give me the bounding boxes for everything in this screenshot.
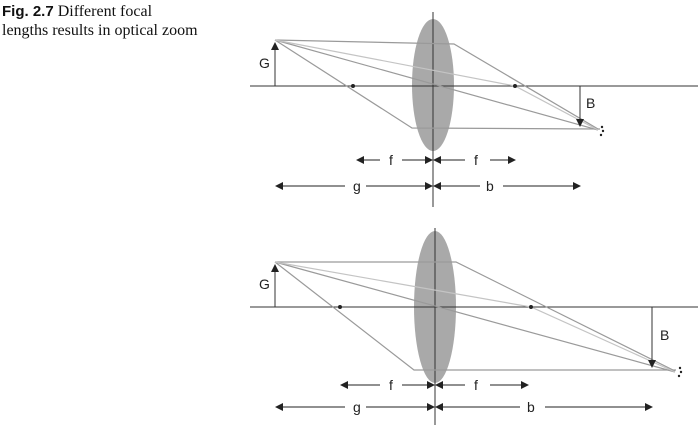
object-distance-label-top: g — [353, 178, 361, 194]
ray-central-bottom — [274, 261, 676, 373]
focal-right-label-bottom: f — [474, 377, 478, 393]
ray-focal-top — [274, 39, 601, 130]
focal-right-label-top: f — [474, 152, 478, 168]
object-label-top: G — [259, 55, 270, 71]
image-distance-label-top: b — [486, 178, 494, 194]
focal-point-left-top — [351, 84, 355, 88]
image-dots-top — [599, 125, 605, 137]
diagram-top: G B f f g b — [250, 12, 698, 207]
ray-parallel-top — [274, 39, 599, 130]
object-label-bottom: G — [259, 276, 270, 292]
light-rays-bottom — [274, 261, 676, 373]
figure-label: Fig. 2.7 — [2, 3, 54, 20]
focal-point-left-bottom — [338, 305, 342, 309]
image-distance-label-bottom: b — [527, 399, 535, 415]
ray-parallel-bottom — [275, 261, 676, 372]
object-distance-label-bottom: g — [353, 399, 361, 415]
focal-point-right-top — [513, 84, 517, 88]
ray-central-top — [274, 39, 599, 131]
focal-point-right-bottom — [529, 305, 533, 309]
focal-left-label-bottom: f — [389, 377, 393, 393]
image-label-top: B — [586, 95, 595, 111]
ray-focal-bottom — [274, 261, 676, 371]
figure-caption-text: Different focal lengths results in optic… — [2, 3, 198, 39]
figure-caption: Fig. 2.7 Different focal lengths results… — [2, 2, 202, 40]
diagram-bottom: G B f f g b — [250, 228, 698, 425]
image-label-bottom: B — [660, 327, 669, 343]
image-dots-bottom — [677, 366, 683, 378]
focal-left-label-top: f — [389, 152, 393, 168]
